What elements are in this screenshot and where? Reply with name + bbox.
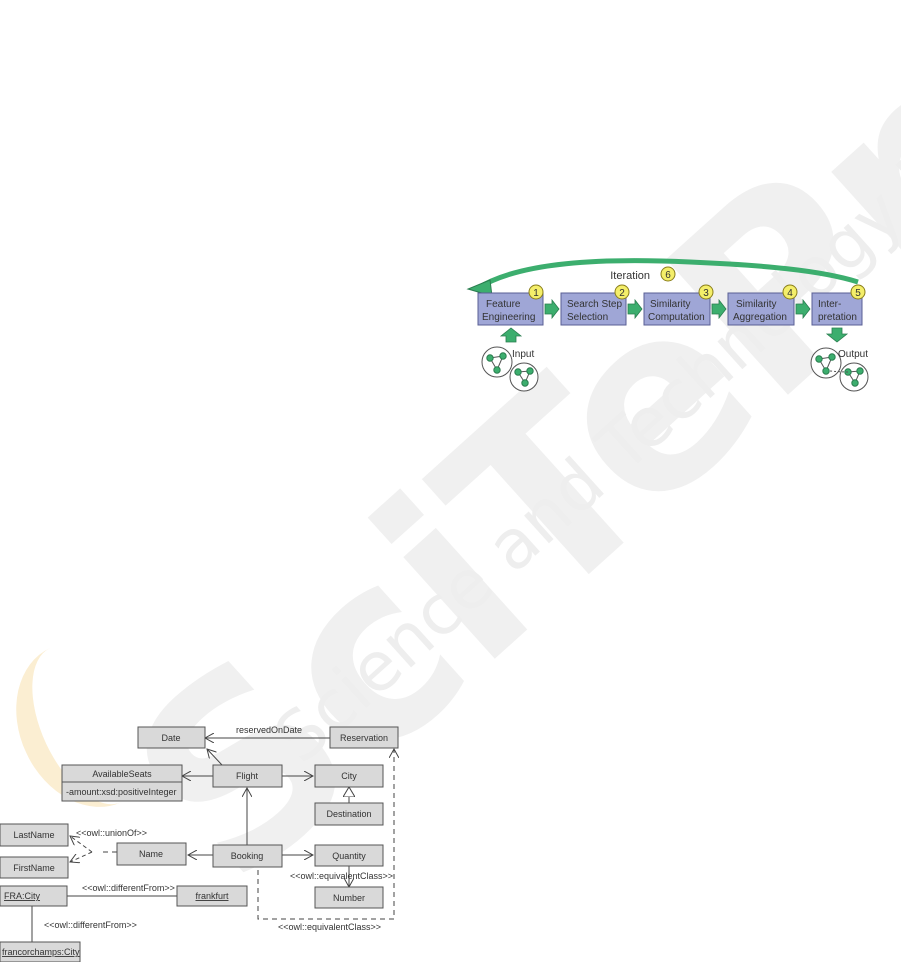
output-graph-icon xyxy=(810,347,869,392)
class-firstname-label: FirstName xyxy=(13,863,55,873)
step-5-box xyxy=(811,292,863,326)
input-label: Input xyxy=(512,349,534,360)
step-4-number: 4 xyxy=(787,288,793,299)
iteration-number: 6 xyxy=(665,270,671,281)
iteration-arrow xyxy=(476,258,859,291)
class-availableseats-box xyxy=(61,764,183,802)
iteration-badge xyxy=(660,266,676,282)
differentfrom-label-2: <<owl::differentFrom>> xyxy=(44,920,137,930)
step-3-badge xyxy=(698,284,714,300)
class-booking-box xyxy=(212,844,283,868)
class-number-box xyxy=(314,886,384,909)
step-4: Similarity Aggregation 4 xyxy=(727,284,798,326)
step-3-line2: Computation xyxy=(648,312,705,323)
step-1: Feature Engineering 1 xyxy=(477,284,544,326)
equivalentclass-dashed-edge xyxy=(257,749,394,920)
class-flight-label: Flight xyxy=(236,771,259,781)
step-2-badge xyxy=(614,284,630,300)
process-diagram: Iteration 6 Feature Engineering 1 Search… xyxy=(466,258,869,392)
arrow-step-3-4 xyxy=(711,298,727,320)
instance-francorchamps-box xyxy=(0,941,81,962)
class-number-label: Number xyxy=(333,893,365,903)
class-name-label: Name xyxy=(139,849,163,859)
class-flight-box xyxy=(212,764,283,788)
union-to-lastname-edge xyxy=(70,836,93,853)
class-name-box xyxy=(116,842,187,866)
step-2-number: 2 xyxy=(619,288,625,299)
step-5-line1: Inter- xyxy=(818,299,841,310)
class-availableseats-attr: -amount:xsd:positiveInteger xyxy=(66,787,177,797)
step-1-badge xyxy=(528,284,544,300)
flight-date-edge xyxy=(207,749,223,766)
step-3: Similarity Computation 3 xyxy=(643,284,714,326)
step-2-box xyxy=(560,292,627,326)
step-3-box xyxy=(643,292,711,326)
class-booking-label: Booking xyxy=(231,851,264,861)
class-lastname-box xyxy=(0,823,69,847)
arrow-step-4-5 xyxy=(795,298,811,320)
class-quantity-box xyxy=(314,844,384,867)
equivalentclass-label-1: <<owl::equivalentClass>> xyxy=(290,871,393,881)
class-city-box xyxy=(314,764,384,788)
arrow-step-2-3 xyxy=(627,298,643,320)
step-5-number: 5 xyxy=(855,288,861,299)
class-firstname-box xyxy=(0,856,69,879)
unionof-label: <<owl::unionOf>> xyxy=(76,828,147,838)
class-city-label: City xyxy=(341,771,357,781)
output-label: Output xyxy=(838,349,868,360)
instance-frankfurt-box xyxy=(176,885,248,907)
step-4-line2: Aggregation xyxy=(733,312,787,323)
step-3-line1: Similarity xyxy=(650,299,691,310)
class-lastname-label: LastName xyxy=(13,830,54,840)
step-4-line1: Similarity xyxy=(736,299,777,310)
step-1-line2: Engineering xyxy=(482,312,535,323)
instance-francorchamps-label: francorchamps:City xyxy=(2,947,80,957)
step-2: Search Step Selection 2 xyxy=(560,284,630,326)
input-arrow xyxy=(499,327,523,343)
step-3-number: 3 xyxy=(703,288,709,299)
instance-fra-city-box xyxy=(0,885,68,907)
step-2-line2: Selection xyxy=(567,312,608,323)
step-4-box xyxy=(727,292,795,326)
reservedondate-label: reservedOnDate xyxy=(236,725,302,735)
uml-diagram: reservedOnDate <<owl::equivalentClass>> … xyxy=(0,725,398,962)
class-reservation-box xyxy=(329,726,399,749)
step-4-badge xyxy=(782,284,798,300)
step-5-badge xyxy=(850,284,866,300)
input-graph-icon xyxy=(481,346,539,392)
differentfrom-label-1: <<owl::differentFrom>> xyxy=(82,883,175,893)
step-5-line2: pretation xyxy=(818,312,857,323)
step-2-line1: Search Step xyxy=(567,299,622,310)
instance-fra-city-label: FRA:City xyxy=(4,891,41,901)
class-destination-label: Destination xyxy=(326,809,371,819)
output-arrow xyxy=(825,327,849,343)
union-to-firstname-edge xyxy=(70,851,93,862)
step-5: Inter- pretation 5 xyxy=(811,284,866,326)
equivalentclass-label-2: <<owl::equivalentClass>> xyxy=(278,922,381,932)
class-reservation-label: Reservation xyxy=(340,733,388,743)
step-1-number: 1 xyxy=(533,288,539,299)
class-date-label: Date xyxy=(161,733,180,743)
arrow-step-1-2 xyxy=(544,298,560,320)
class-quantity-label: Quantity xyxy=(332,851,366,861)
class-date-box xyxy=(137,726,206,749)
class-destination-box xyxy=(314,802,384,826)
class-availableseats-label: AvailableSeats xyxy=(92,769,152,779)
step-1-line1: Feature xyxy=(486,299,521,310)
iteration-label: Iteration xyxy=(610,270,650,282)
instance-frankfurt-label: frankfurt xyxy=(195,891,229,901)
